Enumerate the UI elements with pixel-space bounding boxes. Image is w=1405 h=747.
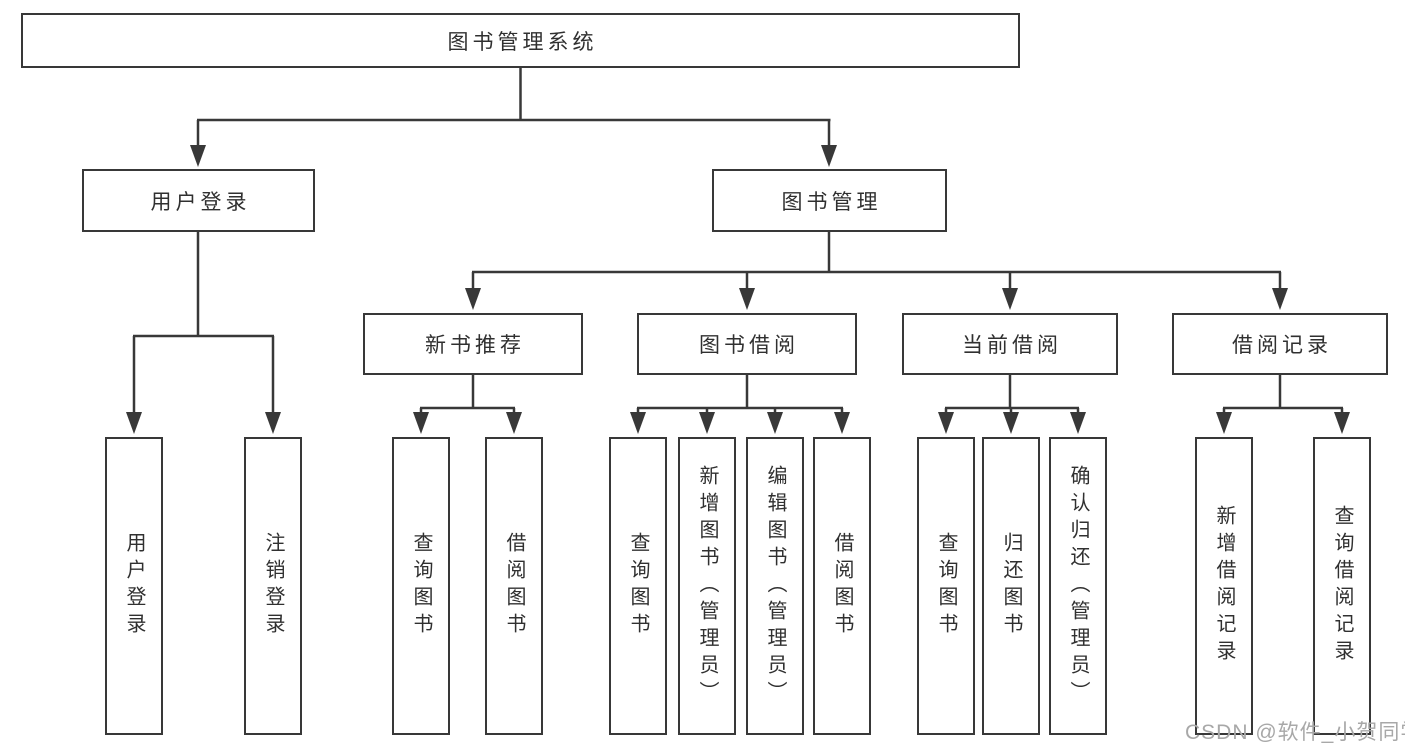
leaf-add-book-admin: 新增图书（管理员） <box>678 437 736 735</box>
node-book-management: 图书管理 <box>712 169 947 232</box>
csdn-watermark: CSDN @软件_小贺同学 <box>1185 721 1405 744</box>
leaf-query-books-borrow: 查询图书 <box>609 437 667 735</box>
leaf-edit-book-admin: 编辑图书（管理员） <box>746 437 804 735</box>
node-root-system: 图书管理系统 <box>21 13 1020 68</box>
leaf-query-books-current: 查询图书 <box>917 437 975 735</box>
leaf-user-login: 用户登录 <box>105 437 163 735</box>
leaf-borrow-books: 借阅图书 <box>813 437 871 735</box>
leaf-borrow-books-recommend: 借阅图书 <box>485 437 543 735</box>
leaf-add-borrow-record: 新增借阅记录 <box>1195 437 1253 735</box>
node-book-borrow: 图书借阅 <box>637 313 857 375</box>
leaf-confirm-return-admin: 确认归还（管理员） <box>1049 437 1107 735</box>
node-current-borrow: 当前借阅 <box>902 313 1118 375</box>
leaf-query-books-recommend: 查询图书 <box>392 437 450 735</box>
node-borrow-record: 借阅记录 <box>1172 313 1388 375</box>
node-new-book-recommend: 新书推荐 <box>363 313 583 375</box>
leaf-logout: 注销登录 <box>244 437 302 735</box>
node-user-login: 用户登录 <box>82 169 315 232</box>
leaf-return-books: 归还图书 <box>982 437 1040 735</box>
leaf-query-borrow-record: 查询借阅记录 <box>1313 437 1371 735</box>
